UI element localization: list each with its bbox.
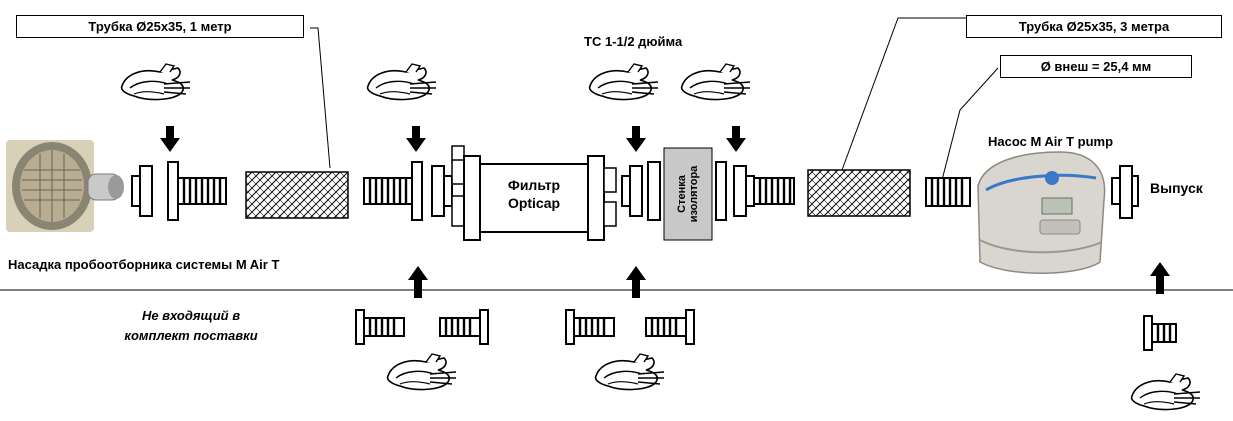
probe-head-image	[6, 140, 124, 232]
not-included-line2: комплект поставки	[96, 326, 286, 346]
label-outer-diameter: Ø внеш = 25,4 мм	[1000, 55, 1192, 78]
tc-adapter-1	[132, 162, 226, 220]
tc-adapter-2	[364, 162, 452, 220]
label-outlet: Выпуск	[1150, 180, 1203, 196]
pump-image	[978, 152, 1105, 273]
clamp-icon	[1132, 374, 1200, 409]
tc-adapter-3	[622, 162, 660, 220]
spare-parts-group-b	[566, 310, 694, 344]
spare-parts-group-a	[356, 310, 488, 344]
clamp-icon	[368, 64, 436, 99]
label-tube-1m: Трубка Ø25x35, 1 метр	[16, 15, 304, 38]
arrow-up-icon	[626, 266, 646, 298]
leader-tube-3m	[842, 18, 968, 170]
clamp-icon	[122, 64, 190, 99]
arrow-down-icon	[726, 126, 746, 152]
filter-name-line2: Opticap	[486, 194, 582, 212]
clamp-icon	[596, 354, 664, 389]
tc-adapter-4	[716, 162, 794, 220]
label-tc-size: TC 1-1/2 дюйма	[584, 34, 682, 49]
label-isolator-wall: Стенка изолятора	[666, 150, 710, 238]
leader-outer-dia	[942, 68, 998, 180]
arrow-down-icon	[406, 126, 426, 152]
label-pump: Насос M Air T pump	[988, 134, 1113, 149]
spare-parts-group-c	[1144, 316, 1176, 350]
label-probe: Насадка пробоотборника системы M Air T	[8, 257, 279, 272]
leader-tube-1m	[310, 28, 330, 168]
arrow-up-icon	[1150, 262, 1170, 294]
arrow-down-icon	[160, 126, 180, 152]
label-filter: Фильтр Opticap	[486, 176, 582, 212]
tube-3m-hatched	[808, 170, 910, 216]
outlet-fitting	[1112, 166, 1138, 218]
pump-inlet-barb	[926, 178, 970, 206]
wall-line1: Стенка	[676, 166, 688, 223]
clamp-icon	[590, 64, 658, 99]
arrow-down-icon	[626, 126, 646, 152]
tube-1m-hatched	[246, 172, 348, 218]
clamp-icon	[388, 354, 456, 389]
label-tube-3m: Трубка Ø25x35, 3 метра	[966, 15, 1222, 38]
arrow-up-icon	[408, 266, 428, 298]
clamp-icon	[682, 64, 750, 99]
not-included-line1: Не входящий в	[96, 306, 286, 326]
label-not-included: Не входящий в комплект поставки	[96, 306, 286, 346]
filter-name-line1: Фильтр	[486, 176, 582, 194]
wall-line2: изолятора	[688, 166, 700, 223]
